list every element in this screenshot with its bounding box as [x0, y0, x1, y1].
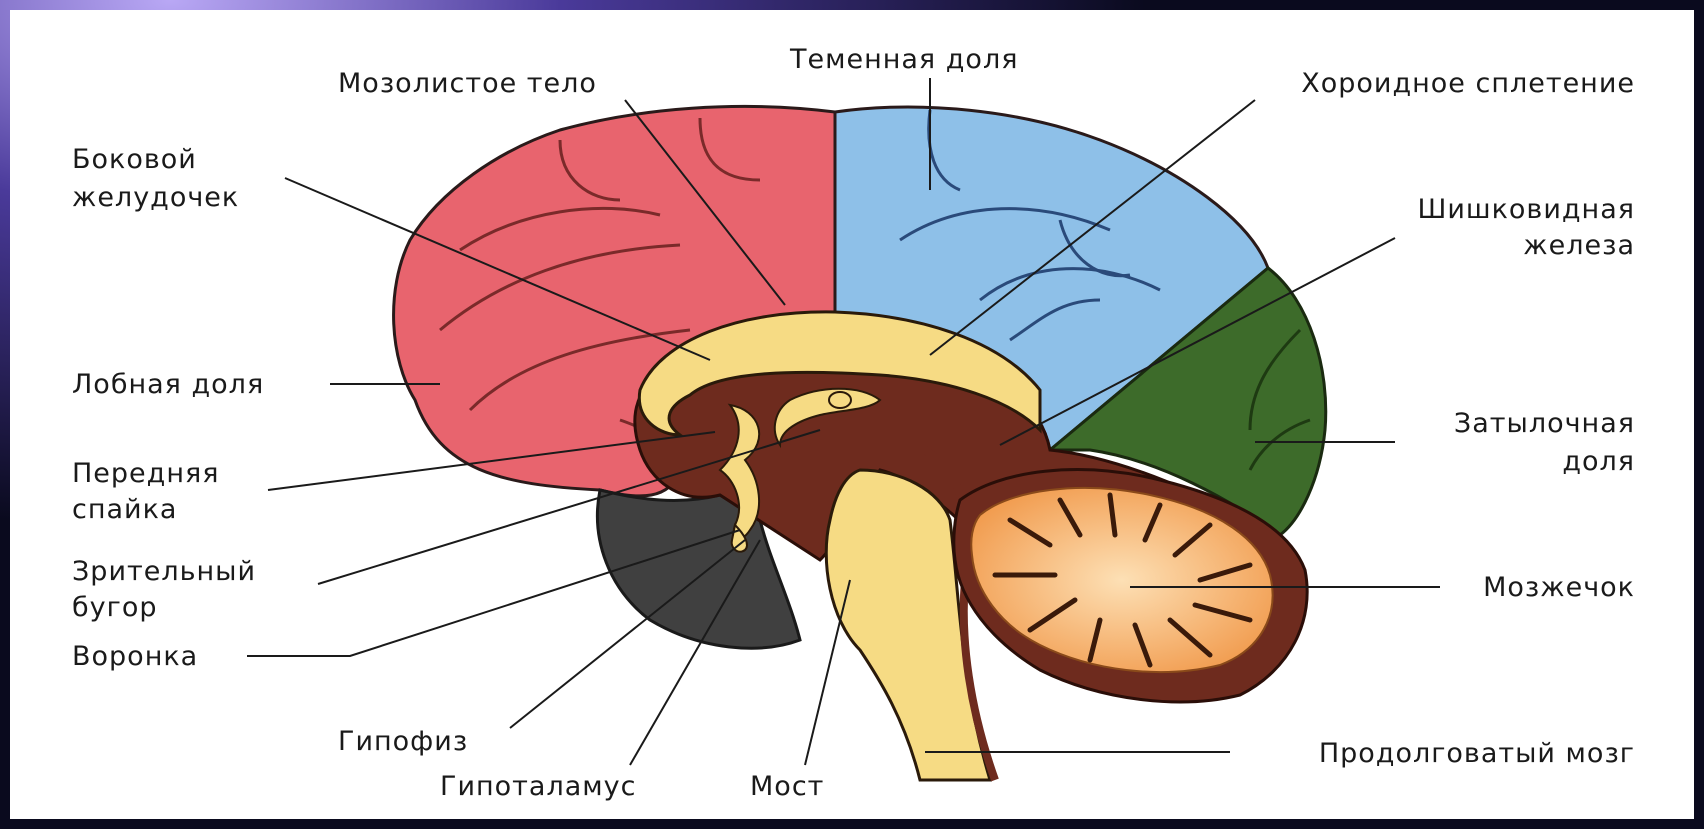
label-pineal-gland-line2: железа — [1523, 230, 1635, 261]
label-occipital-lobe-line2: доля — [1562, 446, 1635, 477]
label-cerebellum: Мозжечок — [1483, 572, 1635, 603]
label-thalamus-line1: Зрительный — [72, 556, 256, 587]
label-occipital-lobe-line1: Затылочная — [1454, 408, 1635, 439]
label-pituitary: Гипофиз — [338, 726, 468, 757]
label-thalamus-line2: бугор — [72, 592, 157, 623]
interthalamic-adhesion — [829, 392, 851, 408]
label-choroid-plexus: Хороидное сплетение — [1301, 68, 1635, 99]
label-anterior-commissure-line2: спайка — [72, 494, 177, 525]
label-pineal-gland-line1: Шишковидная — [1417, 194, 1635, 225]
label-anterior-commissure-line1: Передняя — [72, 458, 219, 489]
label-lateral-ventricle-line1: Боковой — [72, 144, 197, 175]
label-frontal-lobe: Лобная доля — [72, 369, 264, 400]
label-infundibulum: Воронка — [72, 641, 198, 672]
label-parietal-lobe: Теменная доля — [789, 44, 1018, 75]
label-corpus-callosum: Мозолистое тело — [338, 68, 597, 99]
label-pons: Мост — [750, 771, 824, 802]
label-medulla: Продолговатый мозг — [1319, 738, 1635, 769]
label-hypothalamus: Гипоталамус — [440, 771, 636, 802]
label-lateral-ventricle-line2: желудочек — [72, 182, 239, 213]
